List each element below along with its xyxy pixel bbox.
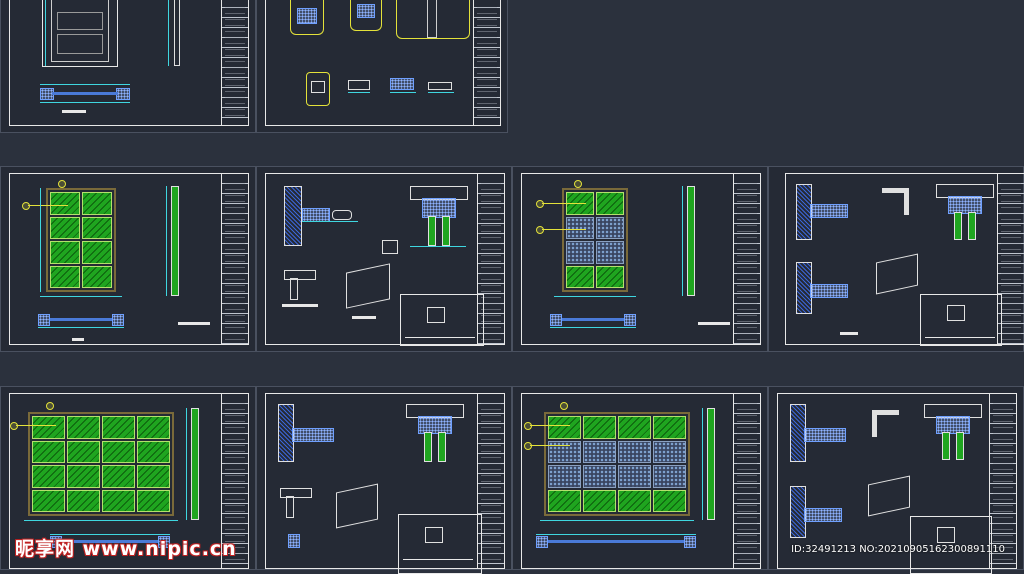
frame-detail xyxy=(290,0,324,35)
door-plan xyxy=(40,84,130,104)
drawing-sheet[interactable] xyxy=(0,166,256,352)
sill-detail xyxy=(284,270,318,300)
frame-detail xyxy=(350,0,382,31)
title-block xyxy=(989,394,1016,568)
head-detail xyxy=(410,186,468,248)
title-block xyxy=(733,174,760,344)
notes-box xyxy=(400,294,484,346)
title-block xyxy=(733,394,760,568)
door-plan xyxy=(536,534,696,552)
jamb-detail xyxy=(284,186,302,246)
jamb-detail xyxy=(810,284,848,298)
watermark-logo: 昵享网 www.nipic.cn xyxy=(15,538,237,560)
glass-four-leaf-door xyxy=(28,412,174,516)
drawing-sheet[interactable] xyxy=(256,166,512,352)
title-block xyxy=(221,0,248,125)
sheet-frame xyxy=(785,173,1024,346)
door-plan xyxy=(550,312,636,330)
sheet-frame xyxy=(521,173,761,345)
watermark-id: ID:32491213 NO:20210905162300891110 xyxy=(791,544,1005,555)
head-detail xyxy=(406,404,464,464)
hardware-detail xyxy=(390,78,416,94)
title-block xyxy=(221,394,248,568)
profile-3d xyxy=(876,253,918,295)
hardware-detail xyxy=(428,82,454,96)
small-detail xyxy=(382,240,398,254)
title-block xyxy=(473,0,500,125)
stone-double-door xyxy=(562,188,628,292)
door-section xyxy=(168,0,186,66)
drawing-sheet[interactable] xyxy=(256,386,512,574)
sheet-frame xyxy=(265,173,505,346)
sheet-frame xyxy=(521,393,761,569)
profile-3d xyxy=(346,263,390,309)
drawing-sheet[interactable] xyxy=(256,0,508,133)
sheet-frame xyxy=(9,173,249,345)
door-elevation xyxy=(42,0,118,67)
title-block xyxy=(221,174,248,344)
sheet-frame xyxy=(9,0,249,126)
hardware-detail xyxy=(306,72,330,106)
door-section xyxy=(702,408,720,520)
notes-box xyxy=(398,514,482,574)
drawing-sheet[interactable]: ID:32491213 NO:20210905162300891110 xyxy=(768,386,1024,574)
head-detail xyxy=(924,404,982,462)
profile-3d xyxy=(336,483,378,529)
jamb-detail xyxy=(804,508,842,522)
jamb-detail xyxy=(302,208,358,222)
door-plan xyxy=(38,312,124,330)
stone-four-leaf-door xyxy=(544,412,690,516)
jamb-detail xyxy=(804,428,846,442)
door-section xyxy=(682,186,700,296)
corner-detail xyxy=(872,410,899,437)
drawing-sheet[interactable] xyxy=(0,0,256,133)
drawing-sheet[interactable]: 昵享网 www.nipic.cn xyxy=(0,386,256,570)
door-section xyxy=(166,186,184,296)
profile-3d xyxy=(868,475,910,517)
sheet-frame xyxy=(265,0,501,126)
frame-detail xyxy=(396,0,470,39)
jamb-detail xyxy=(292,428,334,442)
drawing-sheet[interactable] xyxy=(512,386,768,570)
door-section xyxy=(186,408,204,520)
corner-detail xyxy=(882,188,909,215)
title-block xyxy=(477,174,504,344)
drawing-sheet[interactable] xyxy=(768,166,1024,352)
sheet-frame xyxy=(777,393,1017,574)
door-plan xyxy=(50,534,170,552)
drawing-sheet[interactable] xyxy=(512,166,768,352)
sheet-frame xyxy=(265,393,505,574)
jamb-detail xyxy=(810,204,848,218)
sheet-frame xyxy=(9,393,249,569)
small-detail xyxy=(288,534,300,548)
hardware-detail xyxy=(348,80,370,94)
sill-detail xyxy=(280,488,312,518)
head-detail xyxy=(936,184,994,242)
notes-box xyxy=(920,294,1002,346)
glass-double-door xyxy=(46,188,116,292)
